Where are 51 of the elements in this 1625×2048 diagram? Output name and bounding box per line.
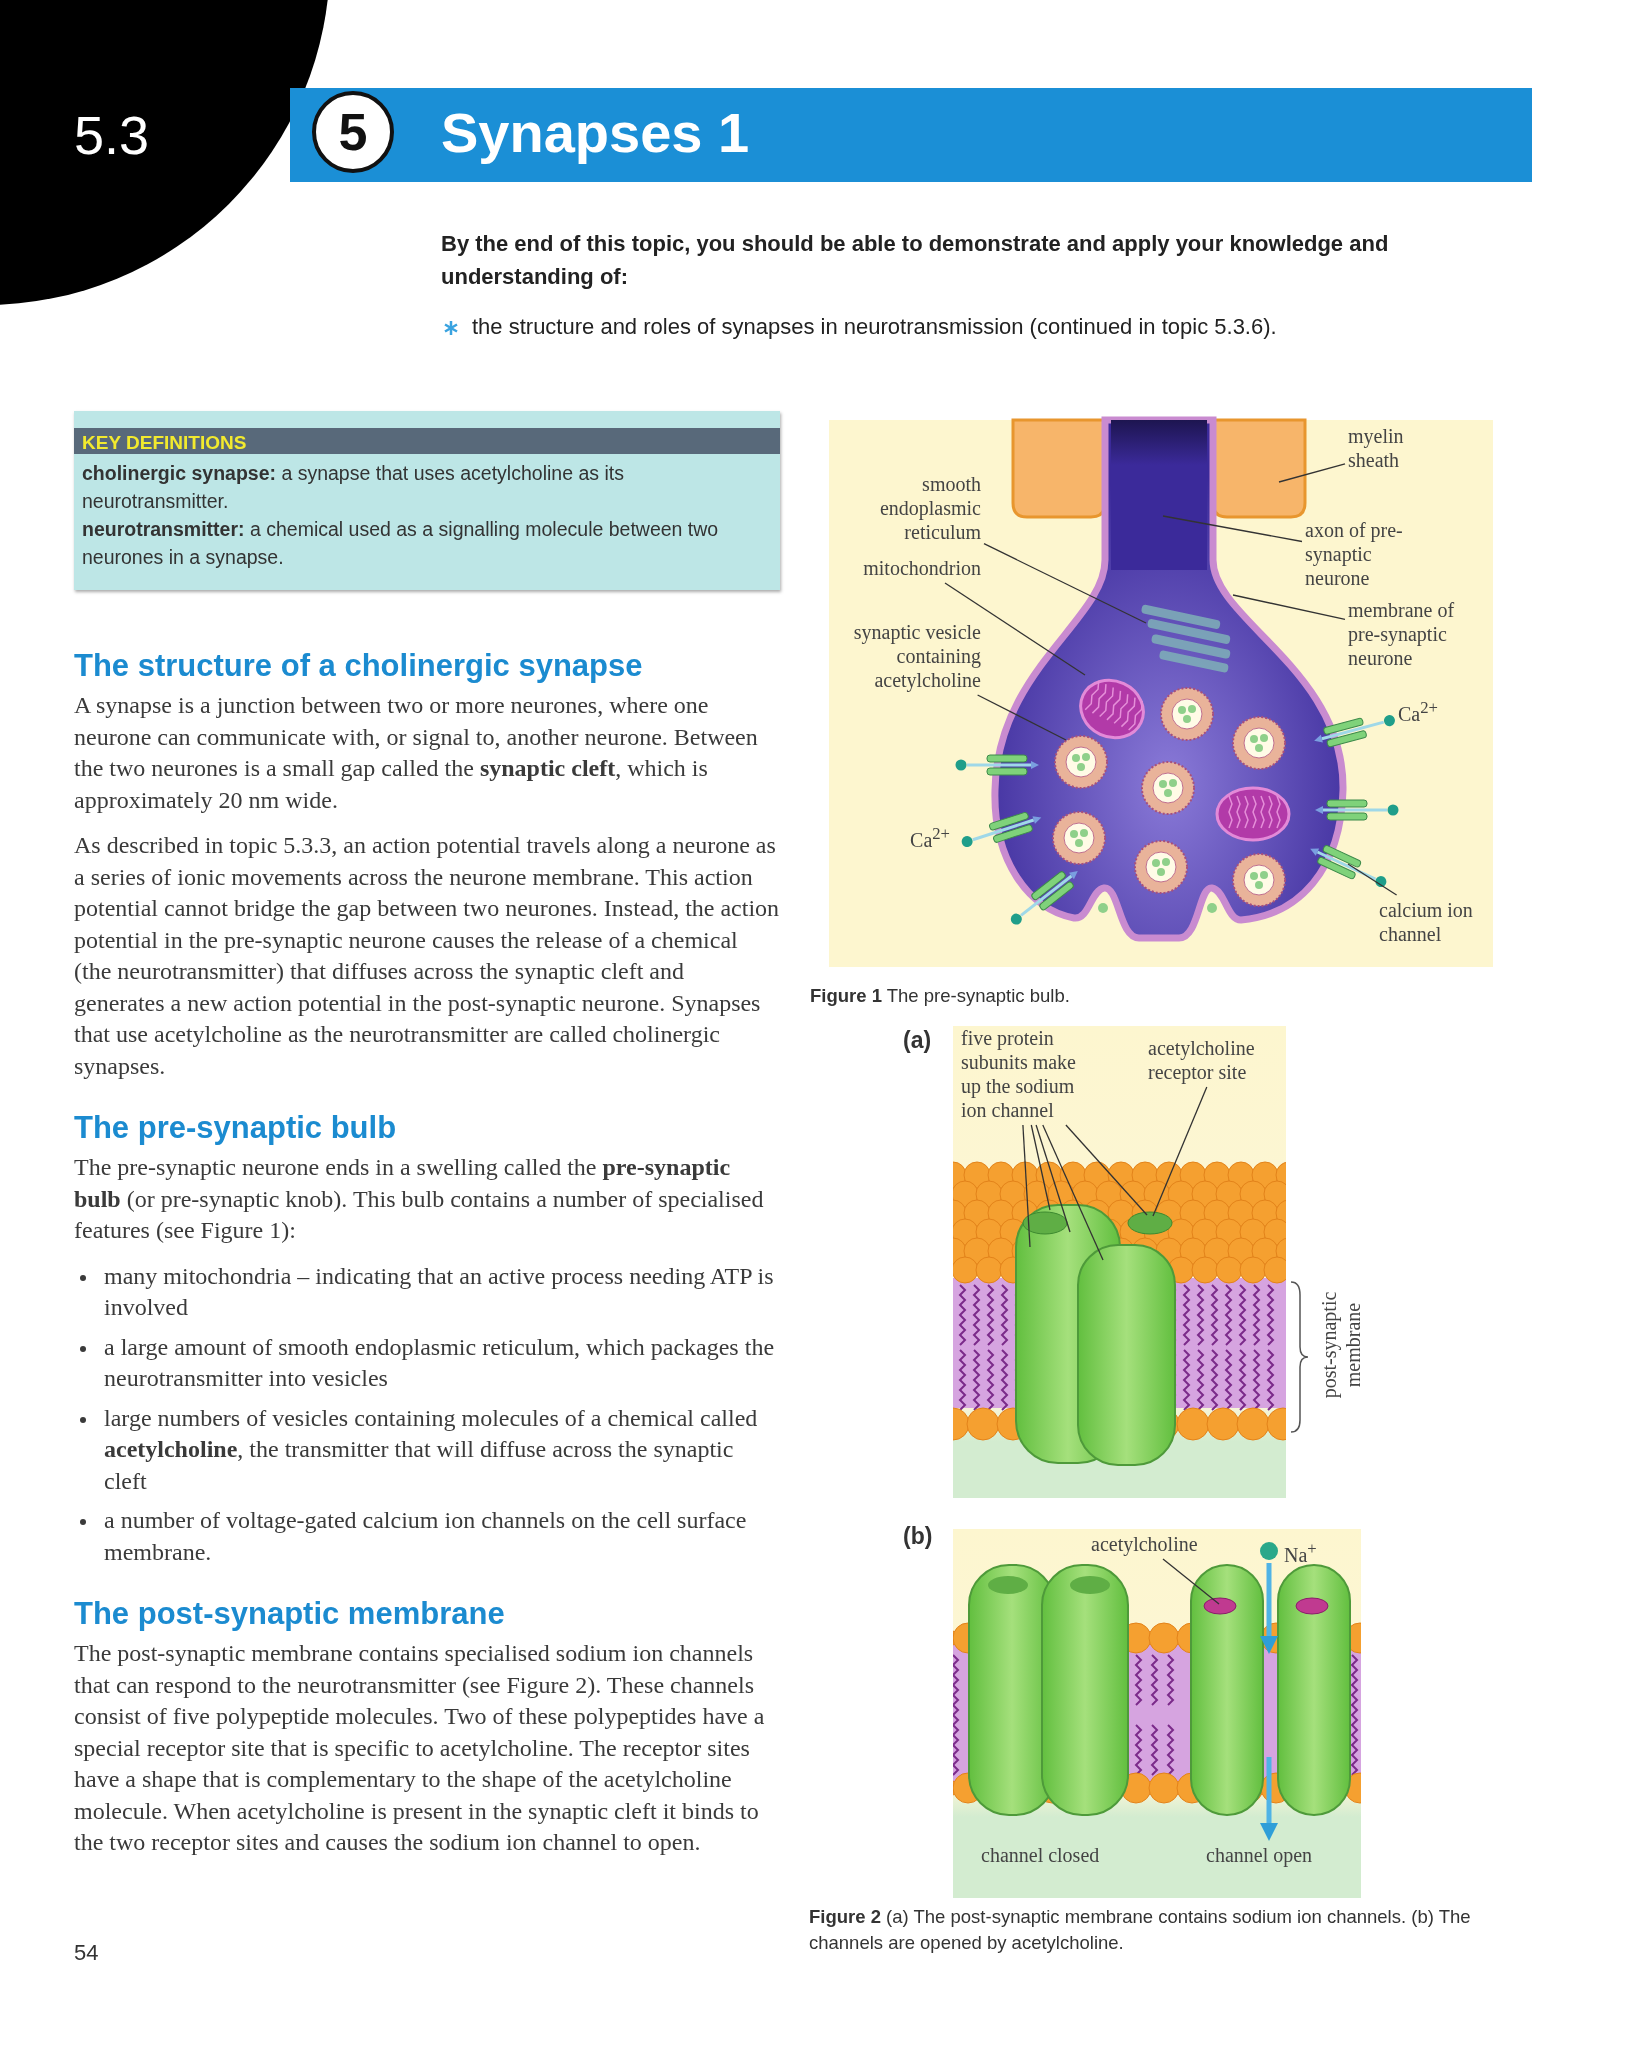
bullet-point: large numbers of vesicles containing molecules of a chemical called acetylcholine, the transmitter that will diffuse across the synaptic cleft bbox=[74, 1402, 780, 1497]
panel-letter: (a) bbox=[903, 1027, 932, 1054]
figure-caption: Figure 2 (a) The post-synaptic membrane contains sodium ion channels. (b) The channels are opened by acetylcholine. bbox=[809, 1905, 1472, 1955]
page-number: 54 bbox=[74, 1940, 99, 1966]
leader-line bbox=[1030, 1124, 1051, 1211]
box-heading: KEY DEFINITIONS bbox=[82, 431, 247, 455]
leader-line bbox=[1042, 1124, 1104, 1261]
leader-line bbox=[1162, 515, 1303, 543]
section-heading: The pre-synaptic bulb bbox=[74, 1110, 398, 1146]
panel-letter: (b) bbox=[903, 1523, 933, 1550]
page-title: Synapses 1 bbox=[441, 100, 750, 166]
leader-line bbox=[944, 582, 1086, 676]
ion-label: Ca$^{2+}$ bbox=[1398, 697, 1438, 726]
section-heading: The structure of a cholinergic synapse bbox=[74, 648, 644, 684]
section-number: 5.3 bbox=[74, 104, 150, 167]
callout-label: mitochondrion bbox=[863, 556, 981, 580]
callout-label: axon of pre-synaptic neurone bbox=[1305, 518, 1435, 590]
callout-label: acetylcholine receptor site bbox=[1148, 1036, 1288, 1084]
leader-line bbox=[1152, 1086, 1208, 1217]
figure-caption: Figure 1 The pre-synaptic bulb. bbox=[810, 984, 1071, 1008]
ion-label: Na$^{+}$ bbox=[1284, 1538, 1317, 1567]
bullet-point: a number of voltage-gated calcium ion channels on the cell surface membrane. bbox=[74, 1505, 780, 1568]
leader-line bbox=[1162, 1558, 1220, 1605]
membrane-label: post-synaptic membrane bbox=[1317, 1290, 1365, 1401]
callout-label: acetylcholine bbox=[1091, 1532, 1198, 1556]
leader-line bbox=[983, 543, 1147, 624]
leader-line bbox=[1035, 1124, 1071, 1233]
leader-line bbox=[1347, 863, 1398, 896]
definition-text: neurotransmitter: a chemical used as a signalling molecule between two neurones in a synapse. bbox=[82, 517, 720, 570]
callout-label: myelin sheath bbox=[1348, 424, 1458, 472]
body-paragraph: The post-synaptic membrane contains specialised sodium ion channels that can respond to the neurotransmitter (see Figure 2). These channels consist of five polypeptide molecules. Two of these polypeptides have a special receptor site that is specific to acetylcholine. The receptor sites have a shape that is complementary to the shape of the acetylcholine molecule. When acetylcholine is present in the synaptic cleft it binds to the two receptor sites and causes the sodium ion channel to open. bbox=[74, 1639, 766, 1857]
callout-label: membrane of pre-synaptic neurone bbox=[1348, 598, 1478, 670]
ion-label: Ca$^{2+}$ bbox=[910, 823, 950, 852]
body-paragraph: The pre-synaptic neurone ends in a swelling called the pre-synaptic bulb (or pre-synaptic knob). This bulb contains a number of specialised features (see Figure 1): bbox=[74, 1153, 765, 1245]
leader-line bbox=[1278, 463, 1346, 483]
callout-label: synaptic vesicle containing acetylcholine bbox=[821, 620, 981, 692]
callout-label: smooth endoplasmic reticulum bbox=[841, 472, 981, 544]
callout-label: calcium ion channel bbox=[1379, 898, 1499, 946]
body-paragraph: A synapse is a junction between two or more neurones, where one neurone can communicate with, or signal to, another neurone. Between the two neurones is a small gap called the synaptic cleft, which is approximately 20 nm wide. bbox=[74, 691, 759, 815]
section-heading: The post-synaptic membrane bbox=[74, 1596, 506, 1632]
callout-label: five protein subunits make up the sodium ion channel bbox=[961, 1026, 1079, 1122]
leader-line bbox=[976, 694, 1067, 741]
leader-line bbox=[1065, 1124, 1148, 1216]
state-label: channel open bbox=[1206, 1843, 1313, 1867]
body-paragraph: As described in topic 5.3.3, an action potential travels along a neurone as a series of ionic movements across the neurone membrane. This action potential cannot bridge the gap between two neurones. Instead, the action potential in the pre-synaptic neurone causes the release of a chemical (the neurotransmitter) that diffuses across the synaptic cleft and generates a new action potential in the post-synaptic neurone. Synapses that use acetylcholine as the neurotransmitter are called cholinergic synapses. bbox=[74, 831, 780, 1081]
learning-objective-intro: By the end of this topic, you should be able to demonstrate and apply your knowledge and understanding of: bbox=[441, 230, 1390, 291]
definition-text: cholinergic synapse: a synapse that uses acetylcholine as its neurotransmitter. bbox=[82, 461, 625, 514]
state-label: channel closed bbox=[981, 1843, 1100, 1867]
leader-line bbox=[1232, 594, 1346, 620]
learning-objective: the structure and roles of synapses in neurotransmission (continued in topic 5.3.6). bbox=[472, 313, 1278, 341]
leader-line bbox=[1022, 1124, 1031, 1248]
